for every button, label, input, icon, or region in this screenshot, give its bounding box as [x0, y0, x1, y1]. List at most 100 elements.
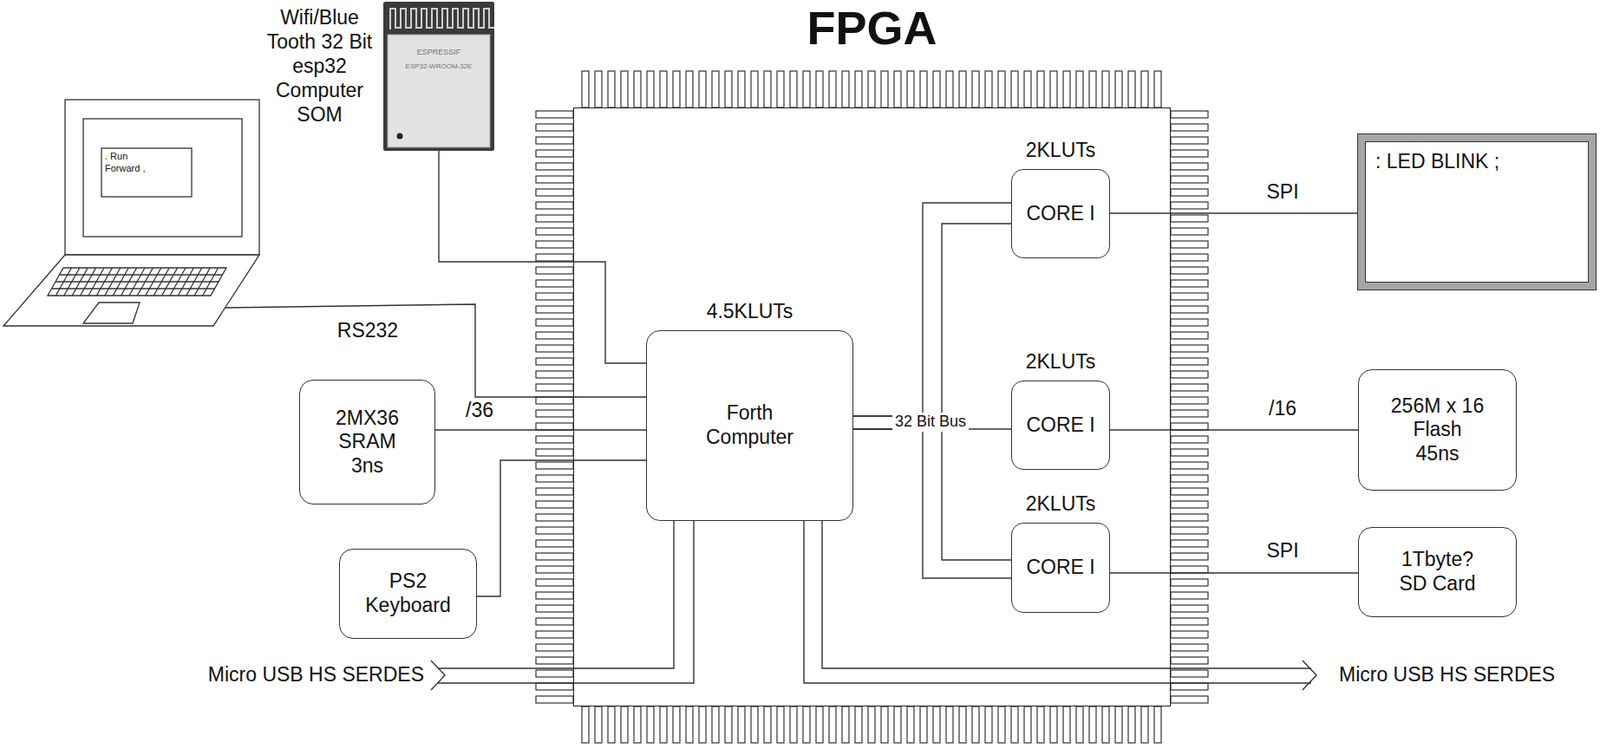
pin	[724, 706, 732, 744]
pin	[959, 71, 967, 108]
pin	[946, 706, 954, 744]
box-body: CORE I	[1025, 202, 1095, 227]
pin	[1170, 215, 1209, 223]
pin	[894, 706, 902, 744]
node-text: 2KLUTs	[951, 350, 1170, 375]
pin	[535, 267, 574, 275]
pin	[594, 706, 602, 744]
key-column	[80, 267, 97, 296]
laptop-base	[3, 254, 260, 327]
connector	[1110, 572, 1359, 574]
pin	[842, 706, 849, 744]
pin	[535, 566, 574, 574]
node-text: 2KLUTs	[951, 138, 1170, 164]
pin	[959, 706, 967, 744]
pin	[535, 410, 574, 418]
node-text: Wifi/Blue Tooth 32 Bit esp32 Computer SO…	[261, 5, 379, 127]
box-body: PS2 Keyboard	[362, 569, 454, 618]
connector	[438, 150, 647, 364]
pin	[907, 706, 915, 744]
pin	[1170, 410, 1209, 418]
wifi-module: Wifi/Blue Tooth 32 Bit esp32 Computer SO…	[383, 1, 495, 151]
pin	[1154, 706, 1162, 744]
pin	[535, 176, 574, 183]
text-label: Micro USB HS SERDES	[205, 663, 427, 688]
pin	[1170, 553, 1209, 561]
pin	[535, 371, 574, 379]
box-body: CORE I	[1025, 413, 1095, 438]
pin	[1170, 462, 1209, 470]
pin	[972, 71, 980, 108]
pin	[1170, 280, 1209, 288]
edge-label: /16	[1266, 397, 1300, 422]
node-text: . Run Forward ,	[104, 150, 156, 176]
connector	[435, 429, 647, 431]
pin	[946, 71, 954, 108]
edge-label: SPI	[1263, 539, 1301, 564]
pin	[1170, 683, 1209, 691]
pin	[535, 449, 574, 457]
pin	[698, 71, 706, 108]
pin	[1170, 111, 1209, 118]
node-text: 2MX36 SRAM 3ns	[330, 406, 405, 479]
pin	[1170, 566, 1209, 574]
node-text: CORE I	[1025, 555, 1095, 581]
node-text: : LED BLINK ;	[1375, 150, 1582, 175]
pin	[1170, 670, 1209, 678]
pin	[751, 706, 758, 744]
pin	[1170, 384, 1209, 392]
pin	[933, 71, 941, 108]
pin	[1170, 579, 1209, 587]
pin	[1076, 706, 1084, 744]
usb-wire	[803, 520, 1312, 684]
key-column	[162, 267, 178, 296]
fpga-pins	[535, 71, 1209, 744]
pin	[1170, 332, 1209, 340]
text-label: ESP32-WROOM-32E	[403, 62, 476, 72]
pin	[535, 293, 574, 301]
node-text: FPGA	[574, 2, 1170, 54]
pin	[535, 280, 574, 288]
box-body: CORE I	[1025, 555, 1095, 581]
pin	[881, 706, 889, 744]
core-block: 2KLUTsCORE I	[1011, 380, 1111, 471]
node-text: CORE I	[1025, 413, 1095, 438]
core-block: 2KLUTsCORE I	[1011, 522, 1111, 614]
pin	[1170, 228, 1209, 236]
pin	[659, 71, 667, 108]
pin	[1170, 176, 1209, 183]
key-column	[112, 267, 129, 296]
pin	[1011, 71, 1019, 108]
pin	[646, 71, 654, 108]
key-column	[96, 267, 112, 296]
box-body: 256M x 16 Flash 45ns	[1390, 394, 1486, 467]
pin	[1170, 150, 1209, 157]
pin	[920, 71, 928, 108]
pin	[1170, 592, 1209, 600]
key-column	[55, 267, 72, 296]
pin	[535, 215, 574, 223]
pin	[751, 71, 758, 108]
node-text: 1Tbyte? SD Card	[1396, 548, 1479, 596]
pin	[1170, 423, 1209, 431]
pin	[633, 706, 641, 744]
pin	[535, 345, 574, 353]
key-column	[177, 267, 194, 296]
pin	[855, 706, 863, 744]
pin	[535, 592, 574, 600]
key-column	[88, 267, 105, 296]
node-text: CORE I	[1025, 202, 1095, 227]
text-label: ESPRESSIF	[414, 47, 464, 58]
pin	[1115, 706, 1123, 744]
pin	[1170, 644, 1209, 652]
forth-computer: 4.5KLUTsForth Computer	[646, 330, 854, 522]
usb-wires	[431, 520, 1317, 691]
pin	[535, 137, 574, 144]
pin	[535, 423, 574, 431]
pin	[1170, 605, 1209, 613]
pin	[535, 241, 574, 249]
key-column	[71, 267, 88, 296]
key-column	[202, 267, 219, 296]
